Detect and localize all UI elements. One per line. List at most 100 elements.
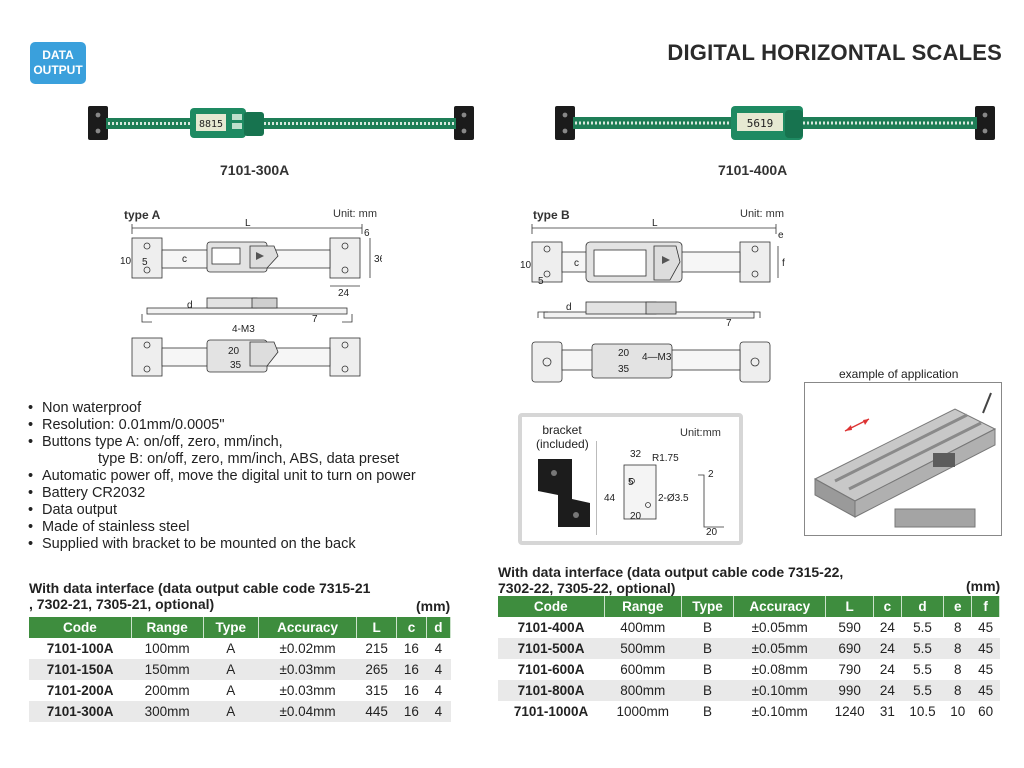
column-header: Type bbox=[681, 596, 735, 617]
feature-item: •Resolution: 0.01mm/0.0005" bbox=[28, 417, 225, 433]
table-cell: 7101-150A bbox=[29, 659, 132, 680]
bracket-dim-44: 44 bbox=[604, 493, 616, 504]
table-cell: 8 bbox=[943, 617, 972, 638]
table-cell: A bbox=[203, 638, 259, 659]
bracket-dim-32: 32 bbox=[630, 449, 642, 460]
lcd-readout-400a: 5619 bbox=[747, 117, 774, 130]
bracket-dim-r175: R1.75 bbox=[652, 453, 679, 464]
feature-item: •Data output bbox=[28, 502, 117, 518]
type-a-diagram: L 6 10 5 c 36 24 d 7 4-M3 20 35 bbox=[120, 218, 382, 377]
dim-b-20: 20 bbox=[618, 348, 630, 359]
table-cell: ±0.05mm bbox=[733, 617, 826, 638]
dim-b-e: e bbox=[778, 230, 784, 241]
feature-item: •Made of stainless steel bbox=[28, 519, 190, 535]
bracket-dim-20a: 20 bbox=[630, 511, 642, 522]
feature-list: •Non waterproof •Resolution: 0.01mm/0.00… bbox=[28, 400, 416, 553]
table-cell: 16 bbox=[396, 659, 427, 680]
table-cell: 1240 bbox=[825, 701, 874, 722]
bracket-dim-5: 5 bbox=[628, 477, 634, 488]
column-header: Accuracy bbox=[258, 617, 358, 638]
table-cell: 100mm bbox=[131, 638, 203, 659]
table-cell: 7101-800A bbox=[498, 680, 605, 701]
table-cell: 265 bbox=[356, 659, 397, 680]
column-header: Range bbox=[131, 617, 204, 638]
bracket-dim-20b: 20 bbox=[706, 527, 718, 537]
product-image-400a: 5619 bbox=[555, 106, 995, 140]
column-header: Accuracy bbox=[733, 596, 827, 617]
table-cell: 800mm bbox=[604, 680, 682, 701]
type-b-unit: Unit: mm bbox=[740, 208, 784, 220]
data-output-badge: DATA OUTPUT bbox=[30, 42, 86, 84]
bracket-drawing: 32 R1.75 5 44 2-Ø3.5 20 2 20 bbox=[604, 449, 724, 537]
table-cell: 31 bbox=[873, 701, 902, 722]
table-cell: B bbox=[681, 659, 734, 680]
column-header: Type bbox=[203, 617, 260, 638]
application-image bbox=[813, 392, 997, 528]
dim-b-c: c bbox=[574, 258, 579, 269]
dim-a-c: c bbox=[182, 254, 187, 265]
table-b-unit: (mm) bbox=[966, 578, 1001, 594]
table-cell: 4 bbox=[426, 638, 451, 659]
dim-b-35: 35 bbox=[618, 364, 630, 375]
bracket-dim-holes: 2-Ø3.5 bbox=[658, 493, 689, 504]
table-cell: 10.5 bbox=[901, 701, 944, 722]
table-cell: 5.5 bbox=[901, 617, 944, 638]
column-header: f bbox=[971, 596, 1000, 617]
table-cell: 7101-400A bbox=[498, 617, 605, 638]
table-cell: 790 bbox=[825, 659, 874, 680]
feature-item: •Non waterproof bbox=[28, 400, 142, 416]
type-a-unit: Unit: mm bbox=[333, 208, 377, 220]
table-cell: ±0.02mm bbox=[258, 638, 357, 659]
table-cell: ±0.10mm bbox=[733, 701, 826, 722]
column-header: c bbox=[873, 596, 902, 617]
bracket-unit: Unit:mm bbox=[680, 427, 721, 439]
table-cell: 8 bbox=[943, 680, 972, 701]
table-cell: 4 bbox=[426, 659, 451, 680]
table-cell: 45 bbox=[971, 638, 1000, 659]
product-image-300a: 8815 bbox=[88, 106, 474, 140]
table-a-unit: (mm) bbox=[416, 598, 451, 614]
table-cell: 400mm bbox=[604, 617, 682, 638]
table-cell: ±0.03mm bbox=[258, 680, 357, 701]
dim-b-5: 5 bbox=[538, 276, 544, 287]
table-cell: 7101-1000A bbox=[498, 701, 605, 722]
table-cell: 45 bbox=[971, 617, 1000, 638]
application-label: example of application bbox=[837, 367, 961, 381]
feature-item: •Buttons type A: on/off, zero, mm/inch, bbox=[28, 434, 283, 450]
table-cell: B bbox=[681, 638, 734, 659]
table-cell: A bbox=[203, 659, 259, 680]
table-b-heading: With data interface (data output cable c… bbox=[498, 564, 844, 596]
column-header: e bbox=[943, 596, 973, 617]
dim-a-36: 36 bbox=[374, 254, 382, 265]
bracket-label: bracket bbox=[542, 423, 582, 437]
table-cell: 10 bbox=[943, 701, 972, 722]
table-cell: 7101-100A bbox=[29, 638, 132, 659]
table-cell: 7101-200A bbox=[29, 680, 132, 701]
table-cell: 5.5 bbox=[901, 638, 944, 659]
dim-b-L: L bbox=[652, 218, 658, 229]
dim-a-m3: 4-M3 bbox=[232, 324, 255, 335]
table-cell: 1000mm bbox=[604, 701, 682, 722]
table-cell: 600mm bbox=[604, 659, 682, 680]
type-a-label: type A bbox=[124, 208, 161, 222]
table-cell: 200mm bbox=[131, 680, 203, 701]
table-cell: 690 bbox=[825, 638, 874, 659]
column-header: d bbox=[901, 596, 945, 617]
badge-line2: OUTPUT bbox=[33, 63, 83, 77]
column-header: c bbox=[396, 617, 427, 638]
table-cell: B bbox=[681, 701, 734, 722]
column-header: Code bbox=[29, 617, 132, 638]
table-cell: 590 bbox=[825, 617, 874, 638]
dim-a-6: 6 bbox=[364, 228, 370, 239]
table-cell: ±0.04mm bbox=[258, 701, 357, 722]
table-cell: 24 bbox=[873, 638, 902, 659]
type-b-label: type B bbox=[533, 208, 570, 222]
column-header: Range bbox=[604, 596, 682, 617]
